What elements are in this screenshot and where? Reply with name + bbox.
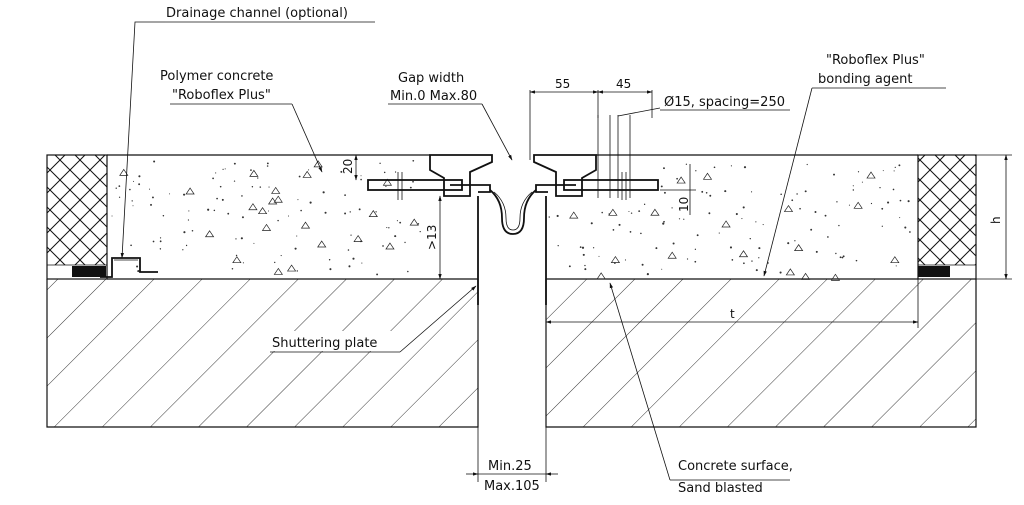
label-polymer-line1: Polymer concrete [160, 69, 273, 84]
dim-t: t [730, 307, 735, 321]
polymer-concrete-left [107, 154, 478, 280]
seal-strip-left [72, 266, 106, 277]
dimension-lines [354, 90, 1012, 482]
surfacing-left [46, 154, 108, 280]
label-gap-line2: Min.0 Max.80 [390, 89, 477, 104]
edge-profile-right [533, 154, 659, 200]
substrate-right [545, 279, 977, 428]
drainage-channel [100, 257, 158, 278]
label-shuttering-plate: Shuttering plate [272, 336, 377, 351]
dim-13: >13 [425, 225, 439, 250]
edge-profile-left [367, 154, 493, 200]
label-gap-line1: Gap width [398, 71, 464, 86]
elastomer-seal [489, 189, 537, 235]
label-drainage-channel: Drainage channel (optional) [166, 6, 348, 21]
label-bonding-line1: "Roboflex Plus" [826, 53, 925, 68]
label-gap-max: Max.105 [484, 479, 540, 494]
label-concrete-line1: Concrete surface, [678, 459, 793, 474]
aggregate-speckles [111, 159, 911, 281]
label-polymer-line2: "Roboflex Plus" [172, 88, 271, 103]
label-concrete-line2: Sand blasted [678, 481, 763, 496]
dim-10: 10 [677, 197, 691, 212]
dim-h: h [989, 216, 1003, 224]
dim-45: 45 [616, 77, 631, 91]
anchor-bolt [597, 115, 631, 198]
surfacing-right [917, 154, 977, 280]
label-gap-min: Min.25 [488, 459, 532, 474]
leader-lines [120, 21, 946, 481]
polymer-concrete-right [546, 154, 918, 280]
label-bolt-spacing: Ø15, spacing=250 [664, 95, 785, 110]
label-bonding-line2: bonding agent [818, 72, 913, 87]
dim-20: 20 [341, 159, 355, 174]
seal-strip-right [918, 266, 950, 277]
substrate-left [46, 279, 479, 428]
dim-55: 55 [555, 77, 570, 91]
